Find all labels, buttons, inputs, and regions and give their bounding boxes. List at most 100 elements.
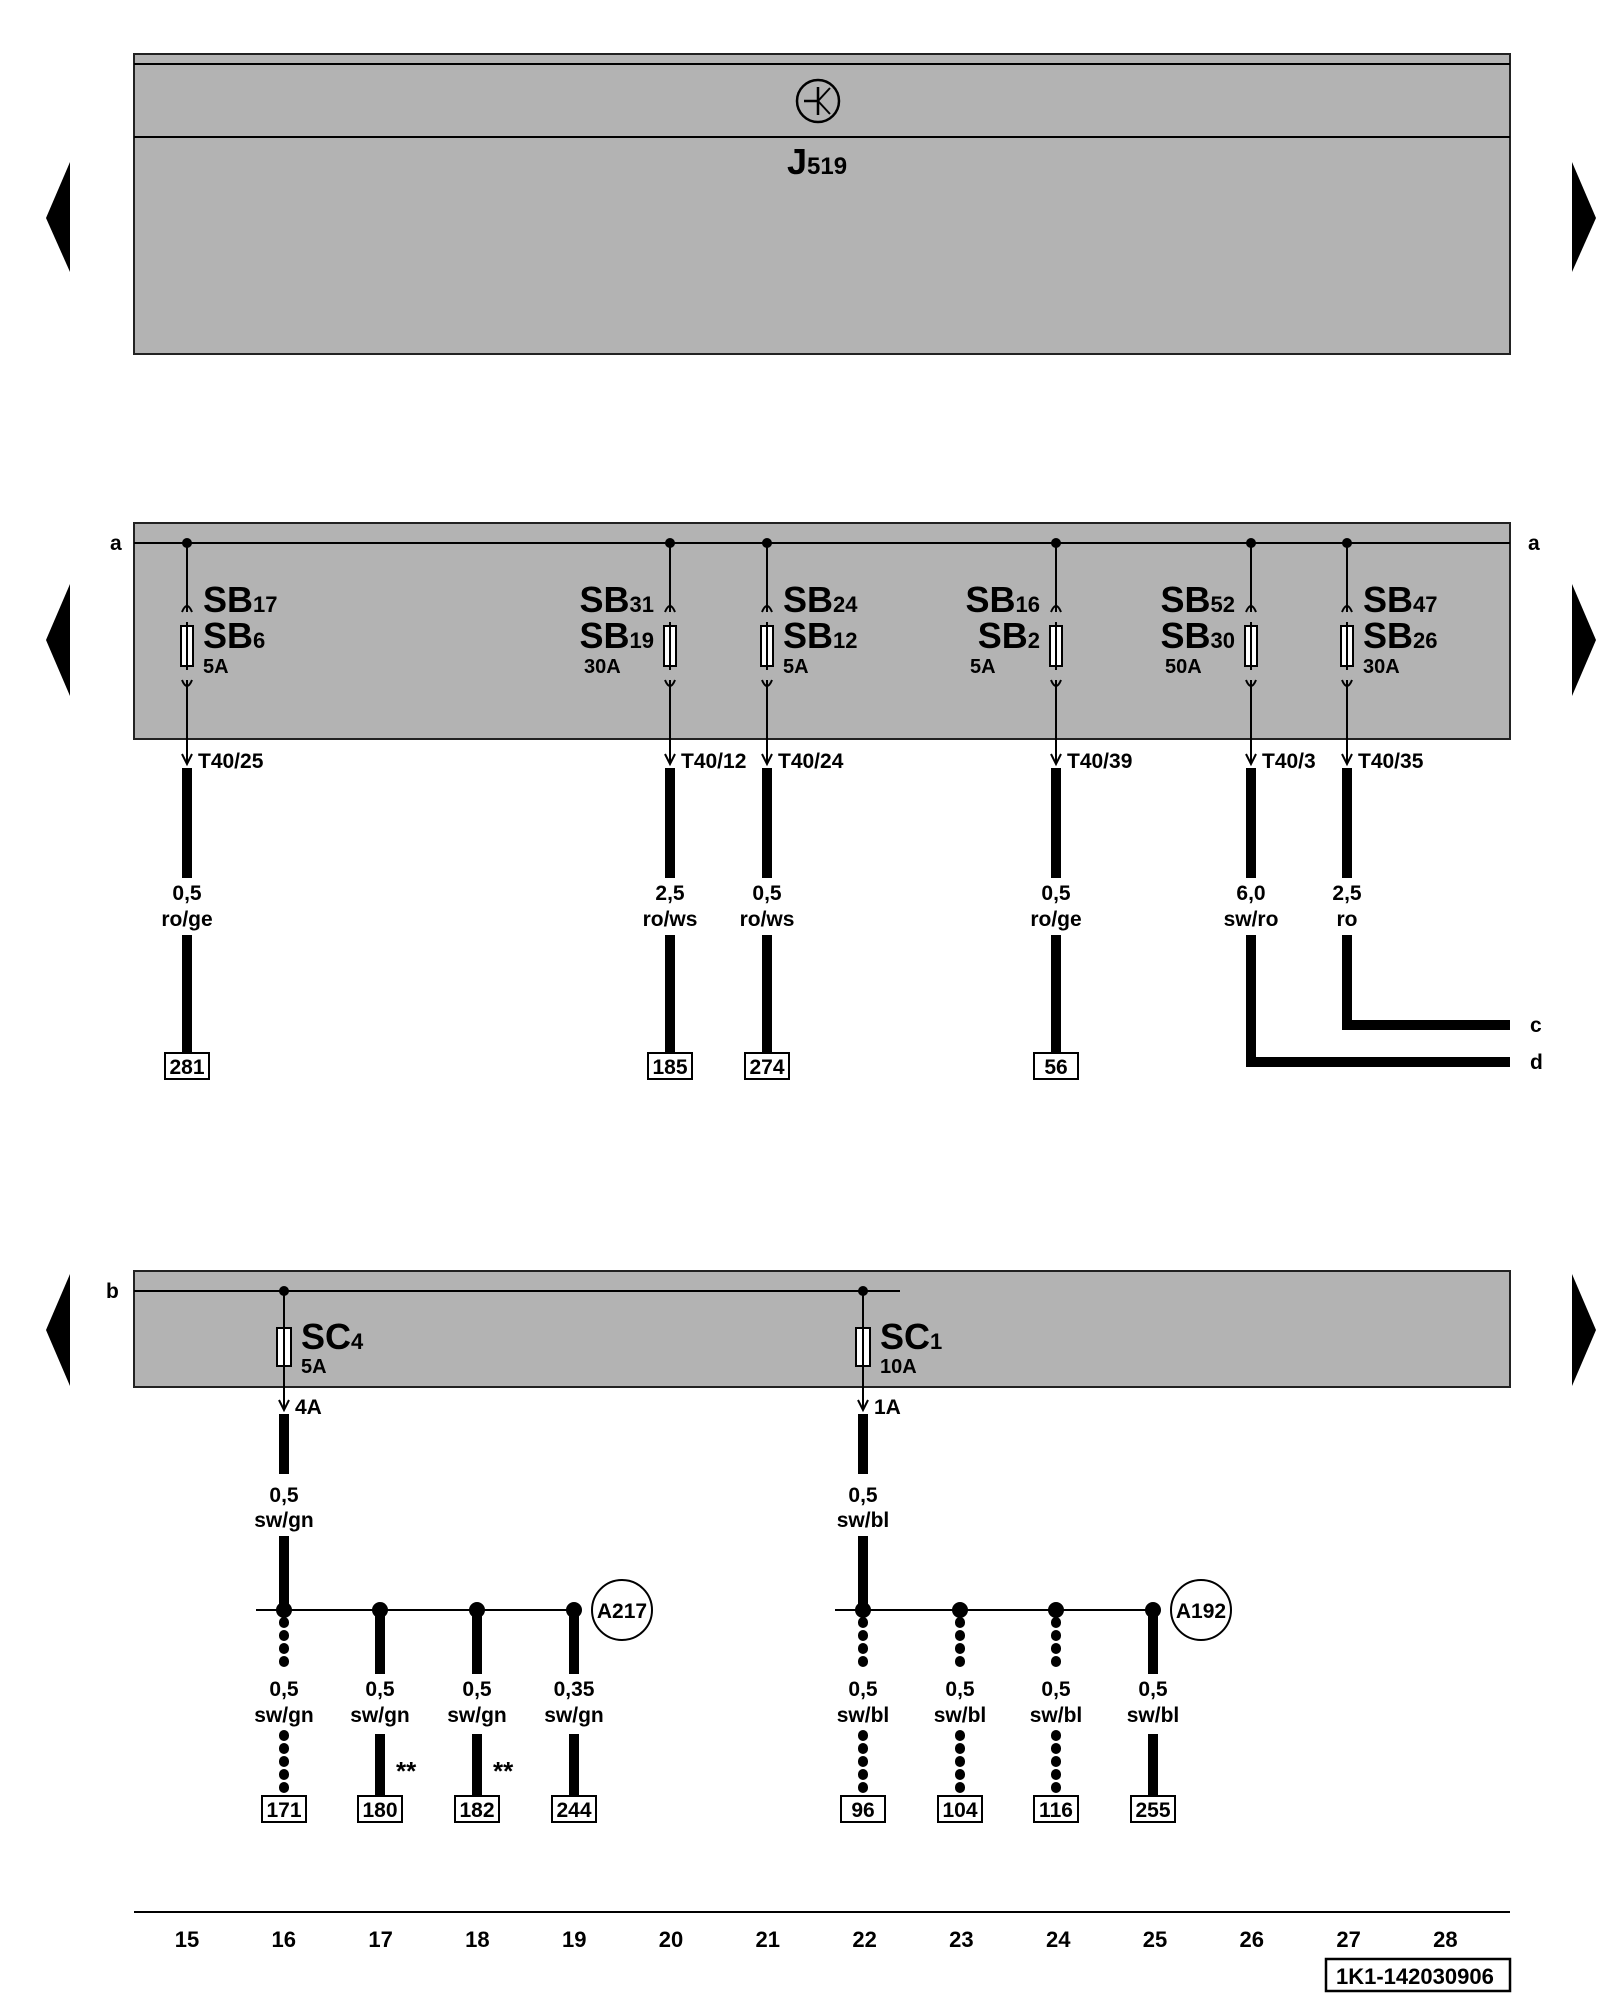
destination-ref: 104 — [942, 1799, 977, 1822]
wire-color: sw/gn — [544, 1704, 604, 1727]
wire-color: sw/bl — [837, 1509, 890, 1532]
fuse-label: SB30 — [1161, 615, 1236, 656]
wire-cross-section: 0,5 — [1041, 882, 1071, 905]
fuse-label: SB6 — [203, 615, 265, 656]
fuse-contact — [181, 605, 193, 613]
destination-ref: 244 — [556, 1799, 591, 1822]
destination-ref: 116 — [1039, 1799, 1073, 1822]
footnote-marker: ** — [493, 1756, 514, 1786]
wire-cross-section: 0,5 — [462, 1678, 492, 1701]
fuse-label: SB16 — [966, 579, 1041, 620]
splice-dot — [469, 1602, 485, 1618]
fuse-label: SB52 — [1161, 579, 1236, 620]
wire-cross-section: 6,0 — [1236, 882, 1265, 905]
fuse-label: SB24 — [783, 579, 858, 620]
wire-cross-section: 2,5 — [1332, 882, 1362, 905]
column-number: 21 — [756, 1927, 780, 1952]
wire-cross-section: 0,5 — [172, 882, 202, 905]
destination-box — [261, 1795, 307, 1823]
wire-cross-section: 0,5 — [848, 1484, 878, 1507]
column-number: 24 — [1046, 1927, 1071, 1952]
fuse-contact — [1050, 605, 1062, 613]
destination-box — [840, 1795, 886, 1823]
terminal-label: T40/3 — [1262, 750, 1316, 773]
column-number: 22 — [852, 1927, 876, 1952]
fuse-sc-4: SC45A4A0,5sw/gnA2170,5sw/gn1710,5sw/gn**… — [254, 1286, 653, 1823]
next-page-arrow-icon[interactable] — [1572, 162, 1596, 272]
destination-ref: 185 — [652, 1056, 687, 1079]
document-code: 1K1-142030906 — [1336, 1964, 1494, 1989]
destination-ref: 171 — [266, 1799, 301, 1822]
wire-color: sw/bl — [1030, 1704, 1083, 1727]
destination-box — [1130, 1795, 1176, 1823]
fuse-label: SB26 — [1363, 615, 1438, 656]
splice-dot — [855, 1602, 871, 1618]
terminal-label: T40/35 — [1358, 750, 1424, 773]
branch-wire: 0,5sw/gn**180 — [350, 1602, 417, 1823]
wire-cross-section: 0,5 — [752, 882, 782, 905]
fuse-panel-sb: a a — [110, 522, 1540, 740]
prev-page-arrow-icon[interactable] — [46, 584, 70, 696]
fuse-label: SC4 — [301, 1316, 364, 1357]
column-number: 16 — [272, 1927, 296, 1952]
terminal-label: 4A — [295, 1396, 322, 1419]
terminal-arrow-icon — [761, 753, 773, 767]
splice-dot — [1048, 1602, 1064, 1618]
wire-color: sw/gn — [447, 1704, 507, 1727]
column-number: 25 — [1143, 1927, 1167, 1952]
destination-box — [937, 1795, 983, 1823]
fuse-rating: 5A — [203, 656, 229, 678]
component-code: J519 — [787, 141, 847, 182]
column-number: 28 — [1433, 1927, 1457, 1952]
column-number: 18 — [465, 1927, 489, 1952]
terminal-arrow-icon — [1050, 753, 1062, 767]
column-number: 20 — [659, 1927, 683, 1952]
wire-color: sw/gn — [254, 1704, 314, 1727]
prev-page-arrow-icon[interactable] — [46, 1274, 70, 1386]
terminal-arrow-icon — [1245, 753, 1257, 767]
prev-page-arrow-icon[interactable] — [46, 162, 70, 272]
wire-cross-section: 0,5 — [1138, 1678, 1168, 1701]
fuse-label: SC1 — [880, 1316, 942, 1357]
destination-box — [1033, 1052, 1079, 1080]
destination-box — [647, 1052, 693, 1080]
terminal-label: T40/24 — [778, 750, 844, 773]
next-page-arrow-icon[interactable] — [1572, 1274, 1596, 1386]
destination-ref: 180 — [362, 1799, 397, 1822]
bus-label-a-left: a — [110, 532, 122, 555]
destination-ref: 56 — [1044, 1056, 1067, 1079]
destination-box — [454, 1795, 500, 1823]
document-code-box: 1K1-142030906 — [1324, 1957, 1512, 1993]
transistor-icon — [795, 78, 841, 124]
wire-exit-label: d — [1530, 1051, 1543, 1074]
fuse-contact — [664, 605, 676, 613]
terminal-arrow-icon — [857, 1399, 869, 1413]
next-page-arrow-icon[interactable] — [1572, 584, 1596, 696]
wire-color: ro/ge — [1030, 908, 1081, 931]
terminal-arrow-icon — [664, 753, 676, 767]
fuse-label: SB47 — [1363, 579, 1438, 620]
fuse-rating: 5A — [783, 656, 809, 678]
fuse-label: SB19 — [580, 615, 655, 656]
destination-box — [744, 1052, 790, 1080]
destination-box — [357, 1795, 403, 1823]
fuse-label: SB31 — [580, 579, 655, 620]
connector-label: A217 — [597, 1600, 647, 1623]
destination-box — [551, 1795, 597, 1823]
column-number: 27 — [1336, 1927, 1360, 1952]
wire-color: sw/bl — [837, 1704, 890, 1727]
wire-color: sw/bl — [934, 1704, 987, 1727]
fuse-panel-sc: b — [106, 1270, 1511, 1388]
column-number: 26 — [1240, 1927, 1264, 1952]
wire-color: sw/ro — [1224, 908, 1279, 931]
fuse-rating: 5A — [301, 1356, 327, 1378]
terminal-label: T40/39 — [1067, 750, 1132, 773]
